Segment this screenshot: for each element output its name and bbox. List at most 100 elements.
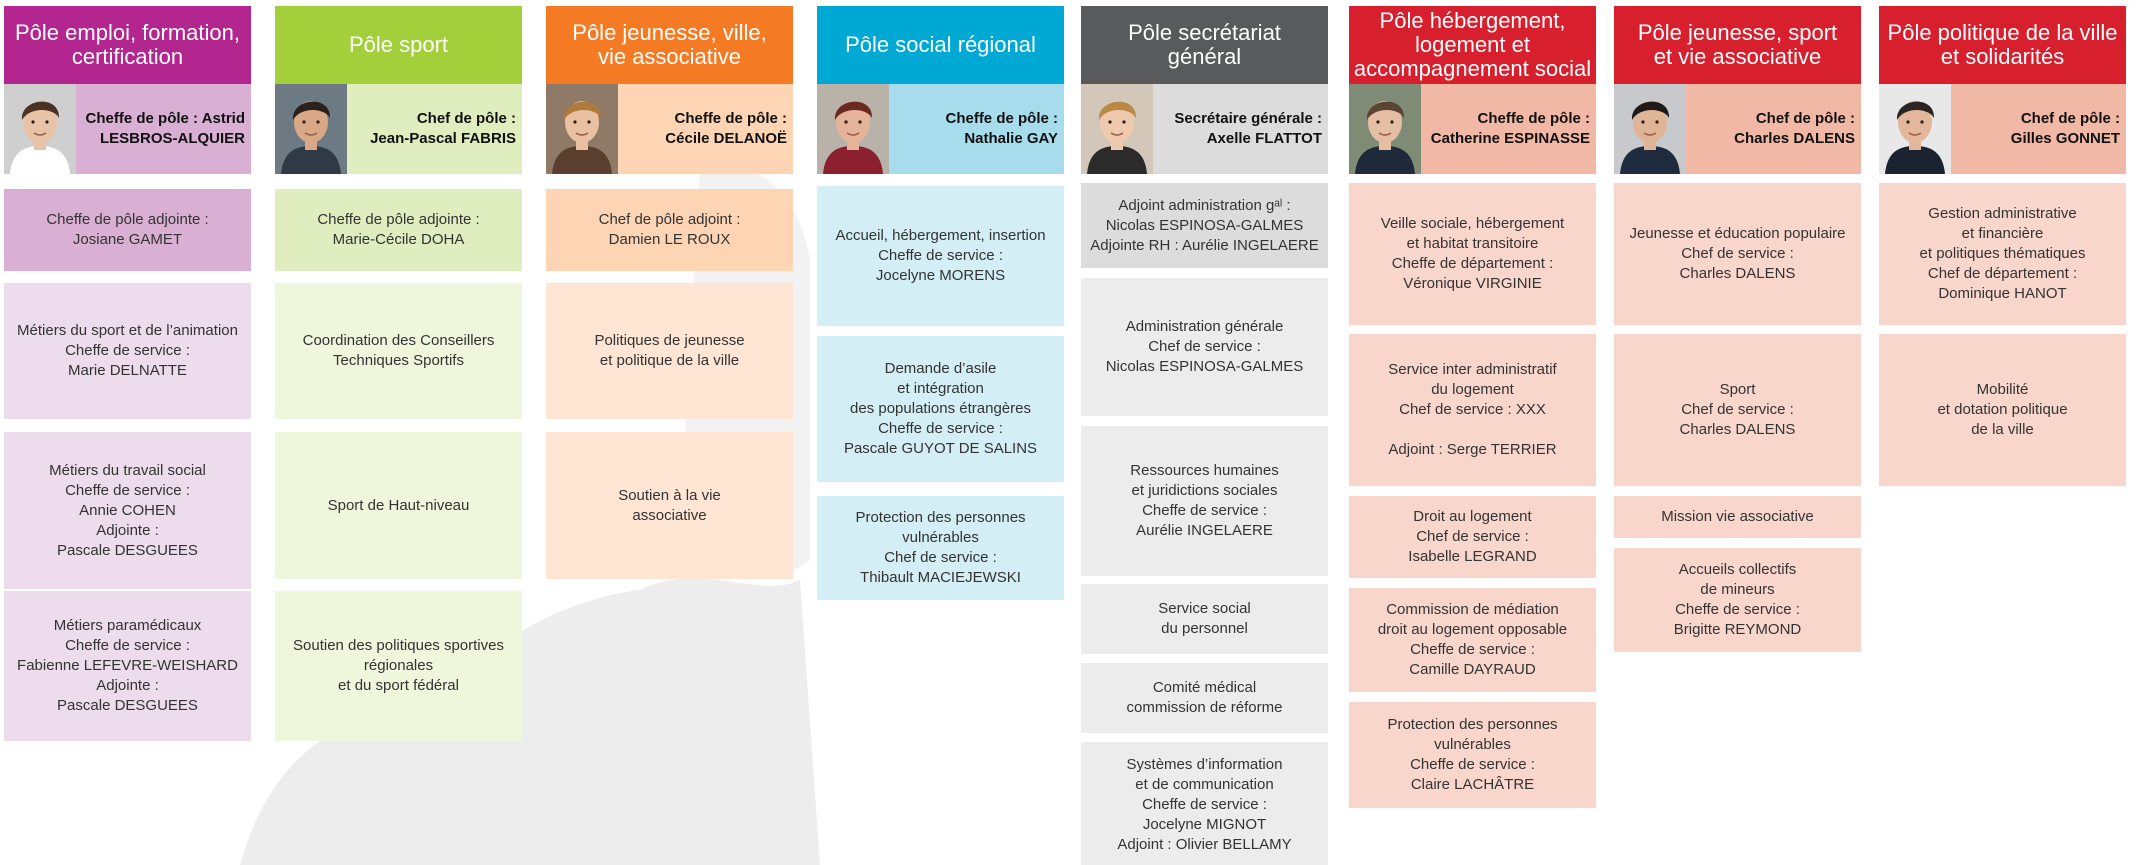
service-line: Nicolas ESPINOSA-GALMES xyxy=(1105,358,1304,375)
chief-name: Chef de pôle :Jean-Pascal FABRIS xyxy=(347,84,522,174)
service-line: et politique de la ville xyxy=(599,352,740,369)
service-line: Cheffe de service : xyxy=(65,481,190,499)
service-line: Adjoint administration gᵃˡ : xyxy=(1118,196,1291,214)
service-line: des populations étrangères xyxy=(850,400,1031,417)
service-line: Sport de Haut-niveau xyxy=(327,496,470,514)
pole-chief-card: Chef de pôle :Gilles GONNET xyxy=(1879,84,2126,174)
chief-person: Jean-Pascal FABRIS xyxy=(370,130,516,147)
chief-name: Cheffe de pôle :Nathalie GAY xyxy=(889,84,1064,174)
service-line: Cheffe de service : xyxy=(878,247,1003,264)
chief-photo xyxy=(1081,84,1153,174)
pole-chief-card: Cheffe de pôle :Cécile DELANOË xyxy=(546,84,793,174)
service-line: Jocelyne MIGNOT xyxy=(1142,815,1267,833)
chief-photo xyxy=(546,84,618,174)
service-box: Cheffe de pôle adjointe : Josiane GAMET xyxy=(4,189,251,271)
service-line: Cheffe de service : xyxy=(1675,601,1800,618)
chief-person: LESBROS-ALQUIER xyxy=(99,130,245,147)
service-line: Soutien des politiques sportives xyxy=(293,637,504,654)
service-line: Véronique VIRGINIE xyxy=(1403,275,1542,292)
service-line: régionales xyxy=(363,657,434,674)
service-line: Comité médical xyxy=(1152,679,1257,696)
pole-chief-card: Cheffe de pôle :Nathalie GAY xyxy=(817,84,1064,174)
service-line: Chef de pôle adjoint : xyxy=(598,211,741,228)
pole-chief-card: Cheffe de pôle :Catherine ESPINASSE xyxy=(1349,84,1596,174)
service-line: et dotation politique xyxy=(1937,401,2068,418)
service-box: Mission vie associative xyxy=(1614,496,1861,538)
service-line: et habitat transitoire xyxy=(1406,235,1539,252)
service-line: Service inter administratif xyxy=(1388,361,1557,378)
service-line: Josiane GAMET xyxy=(72,231,183,248)
service-line: vulnérables xyxy=(902,529,979,546)
service-line: Protection des personnes xyxy=(855,509,1026,526)
service-line: Droit au logement xyxy=(1413,508,1532,525)
pole-title: Pôle hébergement, logement et accompagne… xyxy=(1349,6,1596,84)
chief-photo xyxy=(275,84,347,174)
chief-role: Chef de pôle : xyxy=(1755,110,1855,127)
service-line: Cheffe de pôle adjointe : xyxy=(46,211,209,228)
service-line: et de communication xyxy=(1135,775,1274,793)
service-line: Métiers paramédicaux xyxy=(53,617,202,634)
service-line: Chef de département : xyxy=(1927,265,2078,282)
pole-title: Pôle emploi, formation, certification xyxy=(4,6,251,84)
service-line: Nicolas ESPINOSA-GALMES xyxy=(1105,216,1304,234)
service-line: et politiques thématiques xyxy=(1919,245,2086,262)
service-line: Cheffe de département : xyxy=(1391,255,1554,272)
service-box: Sport de Haut-niveau xyxy=(275,432,522,579)
service-line: Techniques Sportifs xyxy=(333,352,464,369)
service-line: Demande d’asile xyxy=(884,360,997,377)
chief-person: Gilles GONNET xyxy=(2010,130,2120,147)
service-line: Systèmes d’information xyxy=(1126,755,1283,773)
service-box: Soutien des politiques sportives régional… xyxy=(275,591,522,741)
service-line: Service social xyxy=(1158,600,1251,617)
service-line: Adjoint : Olivier BELLAMY xyxy=(1117,835,1292,853)
chief-photo xyxy=(1614,84,1686,174)
service-line: Isabelle LEGRAND xyxy=(1408,548,1537,565)
service-line: Pascale DESGUEES xyxy=(57,697,198,714)
service-line: Charles DALENS xyxy=(1679,421,1796,438)
service-line: Chef de service : xyxy=(1681,245,1794,262)
pole-title: Pôle secrétariat général xyxy=(1081,6,1328,84)
service-line: Cheffe de service : xyxy=(1142,502,1267,519)
service-line: Jocelyne MORENS xyxy=(875,267,1006,284)
service-line: Damien LE ROUX xyxy=(608,231,731,248)
service-line: Charles DALENS xyxy=(1679,265,1796,282)
service-box: Systèmes d’information et de communicatio… xyxy=(1081,742,1328,865)
service-line: Accueils collectifs xyxy=(1678,561,1797,578)
service-line: Chef de service : xyxy=(884,549,997,566)
chief-photo xyxy=(817,84,889,174)
service-line: Coordination des Conseillers xyxy=(302,332,495,349)
service-box: Veille sociale, hébergement et habitat tr… xyxy=(1349,183,1596,325)
chief-photo xyxy=(1879,84,1951,174)
service-line: de la ville xyxy=(1971,421,2034,438)
service-line: Cheffe de service : xyxy=(1142,795,1267,813)
service-box: Cheffe de pôle adjointe :Marie-Cécile DO… xyxy=(275,189,522,271)
chief-photo xyxy=(4,84,76,174)
service-line: Veille sociale, hébergement xyxy=(1380,215,1565,232)
service-line: Thibault MACIEJEWSKI xyxy=(860,569,1021,586)
service-line: et intégration xyxy=(897,380,984,397)
chief-role: Cheffe de pôle : xyxy=(1477,110,1590,127)
service-line: Gestion administrative xyxy=(1928,205,2077,222)
service-line: Fabienne LEFEVRE-WEISHARD xyxy=(17,657,238,674)
service-line: droit au logement opposable xyxy=(1377,621,1568,638)
service-line: Pascale GUYOT DE SALINS xyxy=(843,440,1038,457)
service-line: Accueil, hébergement, insertion xyxy=(835,227,1046,244)
service-line: Chef de service : xyxy=(1148,338,1261,355)
chief-name: Cheffe de pôle :Catherine ESPINASSE xyxy=(1421,84,1596,174)
service-line: Sport xyxy=(1719,381,1756,398)
